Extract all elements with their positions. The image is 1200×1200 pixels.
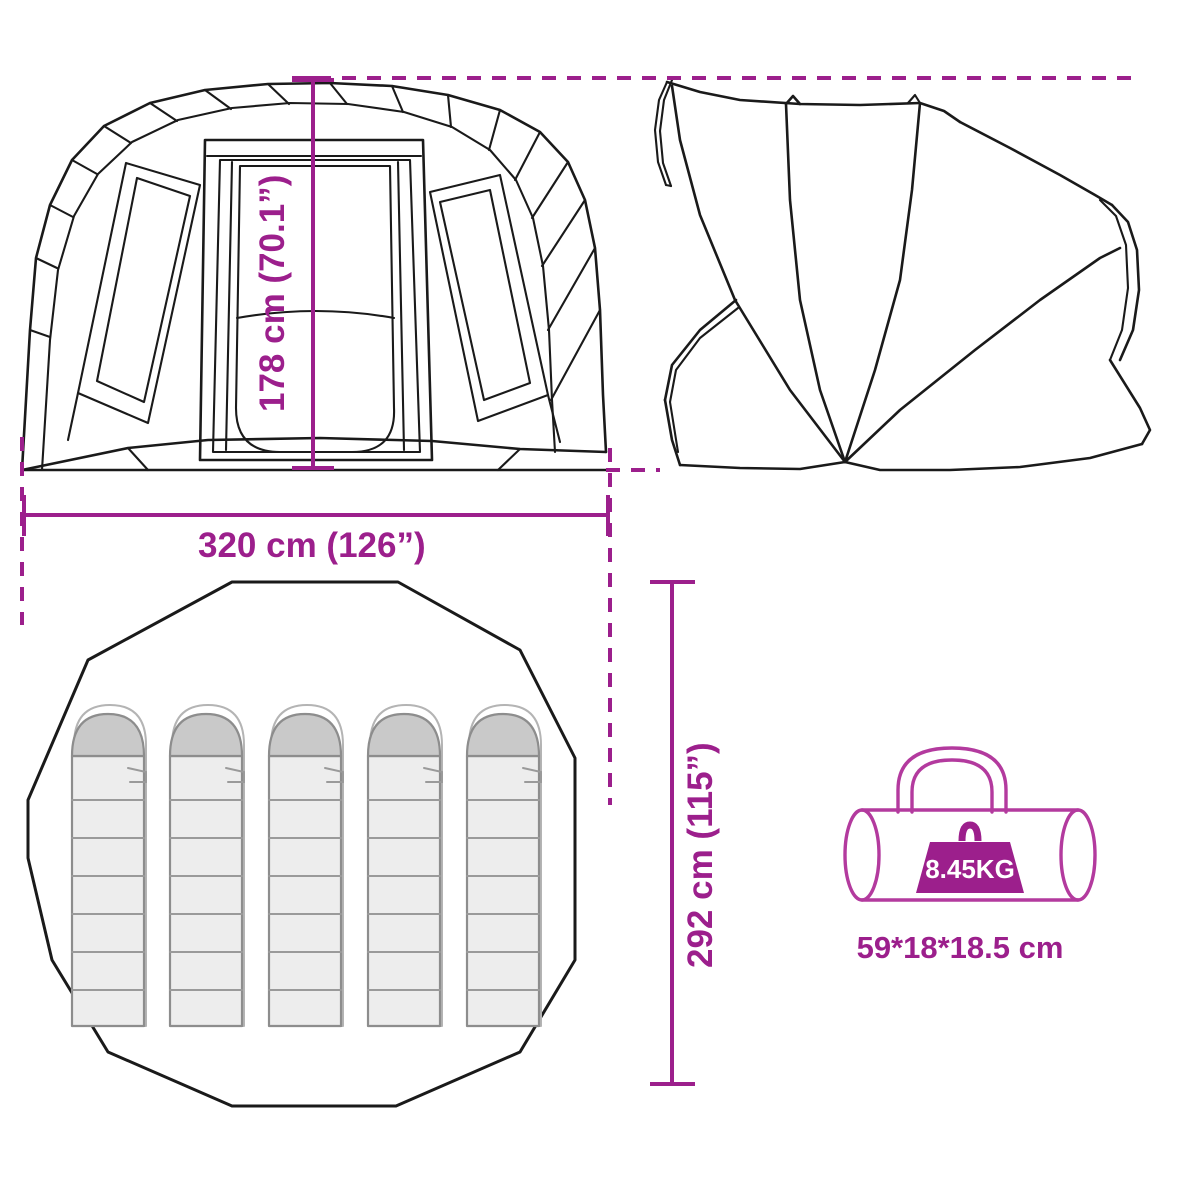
floor-plan-view	[26, 580, 577, 1108]
carry-bag-view	[843, 746, 1097, 902]
side-elevation-view	[653, 78, 1152, 472]
height-dimension-label: 178 cm (70.1”)	[253, 175, 292, 412]
sleeping-bag-1	[70, 704, 147, 1028]
depth-dimension-label: 292 cm (115”)	[681, 742, 720, 968]
sleeping-bag-4	[366, 704, 443, 1028]
dimension-lines	[20, 76, 1140, 1086]
carry-bag-size-label: 59*18*18.5 cm	[857, 930, 1064, 965]
sleeping-bag-2	[168, 704, 245, 1028]
sleeping-bag-3	[267, 704, 344, 1028]
weight-icon	[916, 821, 1024, 893]
width-dimension-label: 320 cm (126”)	[198, 526, 426, 565]
carry-bag-weight-label: 8.45KG	[925, 854, 1015, 884]
sleeping-bag-5	[465, 704, 542, 1028]
front-elevation-view	[20, 81, 608, 472]
